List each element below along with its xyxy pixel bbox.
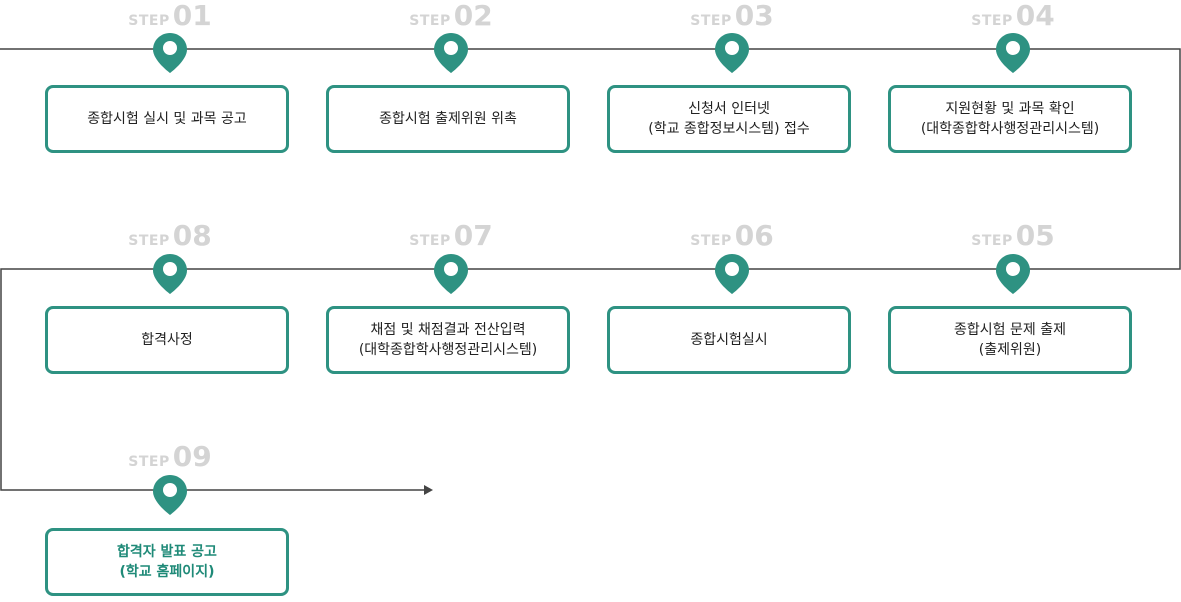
step-word: STEP <box>409 13 451 29</box>
step-text: 합격사정 <box>141 332 193 348</box>
step-word: STEP <box>690 233 732 249</box>
step-number: 02 <box>453 0 493 32</box>
step-box-08: 합격사정 <box>45 306 289 374</box>
step-box-07: 채점 및 채점결과 전산입력 (대학종합학사행정관리시스템) <box>326 306 570 374</box>
step-box-03: 신청서 인터넷 (학교 종합정보시스템) 접수 <box>607 85 851 153</box>
location-pin-icon <box>434 33 468 73</box>
step-box-01: 종합시험 실시 및 과목 공고 <box>45 85 289 153</box>
location-pin-icon <box>153 254 187 294</box>
step-number: 04 <box>1015 0 1055 32</box>
step-text: 채점 및 채점결과 전산입력 (대학종합학사행정관리시스템) <box>358 322 538 358</box>
step-text: 종합시험 실시 및 과목 공고 <box>87 111 247 127</box>
step-text: 종합시험 출제위원 위촉 <box>379 111 517 127</box>
location-pin-icon <box>434 254 468 294</box>
step-number: 09 <box>172 440 212 473</box>
step-text: 합격자 발표 공고 (학교 홈페이지) <box>117 544 217 580</box>
step-text: 지원현황 및 과목 확인 (대학종합학사행정관리시스템) <box>920 101 1100 137</box>
flow-arrowhead <box>424 485 433 495</box>
step-word: STEP <box>971 13 1013 29</box>
location-pin-icon <box>153 475 187 515</box>
location-pin-icon <box>996 33 1030 73</box>
step-word: STEP <box>128 233 170 249</box>
location-pin-icon <box>715 254 749 294</box>
step-word: STEP <box>690 13 732 29</box>
step-number: 05 <box>1015 219 1055 252</box>
step-text: 종합시험 문제 출제 (출제위원) <box>954 322 1066 358</box>
flow-line <box>0 48 1181 491</box>
step-box-04: 지원현황 및 과목 확인 (대학종합학사행정관리시스템) <box>888 85 1132 153</box>
step-box-02: 종합시험 출제위원 위촉 <box>326 85 570 153</box>
step-box-06: 종합시험실시 <box>607 306 851 374</box>
step-number: 06 <box>734 219 774 252</box>
step-word: STEP <box>128 454 170 470</box>
step-word: STEP <box>409 233 451 249</box>
step-number: 03 <box>734 0 774 32</box>
step-number: 07 <box>453 219 493 252</box>
step-word: STEP <box>128 13 170 29</box>
location-pin-icon <box>715 33 749 73</box>
step-box-05: 종합시험 문제 출제 (출제위원) <box>888 306 1132 374</box>
step-word: STEP <box>971 233 1013 249</box>
location-pin-icon <box>996 254 1030 294</box>
step-number: 08 <box>172 219 212 252</box>
step-number: 01 <box>172 0 212 32</box>
step-box-09: 합격자 발표 공고 (학교 홈페이지) <box>45 528 289 596</box>
step-text: 신청서 인터넷 (학교 종합정보시스템) 접수 <box>648 101 810 137</box>
step-text: 종합시험실시 <box>690 332 768 348</box>
location-pin-icon <box>153 33 187 73</box>
